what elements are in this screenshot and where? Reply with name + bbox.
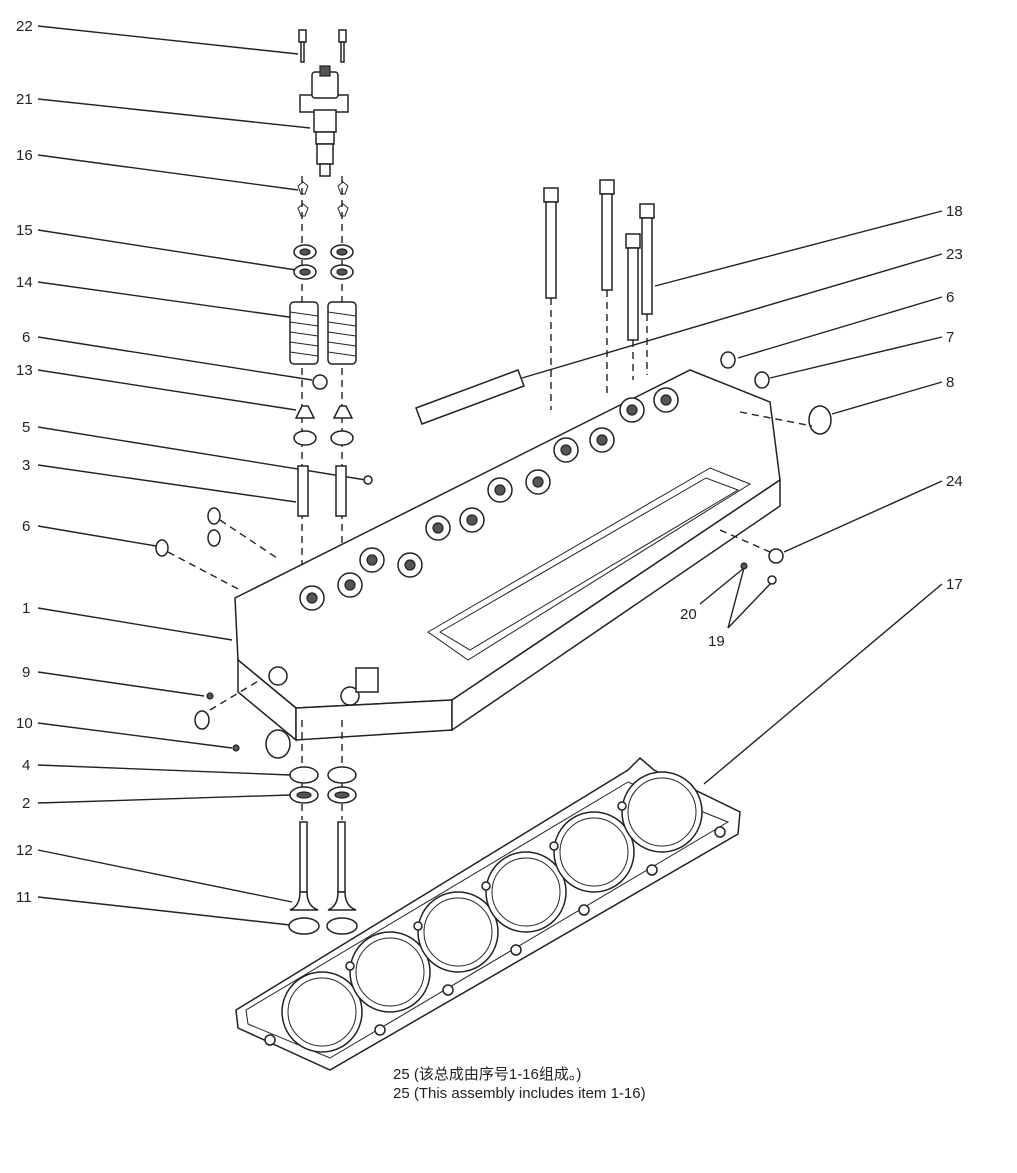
callout-20: 20: [680, 606, 697, 623]
callout-15: 15: [16, 222, 33, 239]
callout-18: 18: [946, 203, 963, 220]
callout-13: 13: [16, 362, 33, 379]
seals: [155, 351, 832, 759]
callout-24: 24: [946, 473, 963, 490]
callout-21: 21: [16, 91, 33, 108]
callout-12: 12: [16, 842, 33, 859]
valve-right: [326, 821, 358, 935]
head-bolt-3: [625, 233, 641, 380]
head-bolt-4: [639, 203, 655, 375]
callout-14: 14: [16, 274, 33, 291]
callout-4: 4: [22, 757, 30, 774]
callout-22: 22: [16, 18, 33, 35]
callout-16: 16: [16, 147, 33, 164]
callout-7: 7: [946, 329, 954, 346]
injector-bolt-right: [338, 29, 347, 63]
callout-23: 23: [946, 246, 963, 263]
callout-6-b: 6: [22, 518, 30, 535]
assembly-note-english: 25 (This assembly includes item 1-16): [393, 1085, 646, 1102]
head-bolt-1: [543, 187, 559, 410]
valve-stack-left: [289, 176, 328, 600]
callout-10: 10: [16, 715, 33, 732]
head-bolts: [543, 179, 655, 410]
leader-lines-left: [37, 25, 367, 926]
valve-left: [288, 821, 320, 935]
valve-spring-right: [327, 301, 357, 365]
valve-spring-left: [289, 301, 319, 365]
callout-1: 1: [22, 600, 30, 617]
callout-11: 11: [16, 889, 32, 906]
callout-3: 3: [22, 457, 30, 474]
cylinder-head: [234, 369, 784, 742]
callout-19: 19: [708, 633, 725, 650]
callout-17: 17: [946, 576, 963, 593]
callout-6-a: 6: [22, 329, 30, 346]
callout-9: 9: [22, 664, 30, 681]
valves-lower: [288, 720, 358, 935]
assembly-note-chinese: 25 (该总成由序号1-16组成。): [393, 1066, 582, 1083]
callout-labels: 22 21 16 15 14 6 13 5 3 6 1 9 10 4 2 12 …: [16, 18, 963, 906]
valve-clusters: [299, 387, 679, 611]
head-gasket: [235, 756, 741, 1071]
callout-8: 8: [946, 374, 954, 391]
head-bolt-2: [599, 179, 615, 395]
callout-2: 2: [22, 795, 30, 812]
leader-lines-right: [521, 210, 943, 785]
callout-6-c: 6: [946, 289, 954, 306]
callout-5: 5: [22, 419, 30, 436]
injector-assembly: [298, 29, 349, 177]
injector-bolt-left: [298, 29, 307, 63]
label-plate: [415, 369, 525, 425]
valve-stack-right: [327, 176, 373, 600]
